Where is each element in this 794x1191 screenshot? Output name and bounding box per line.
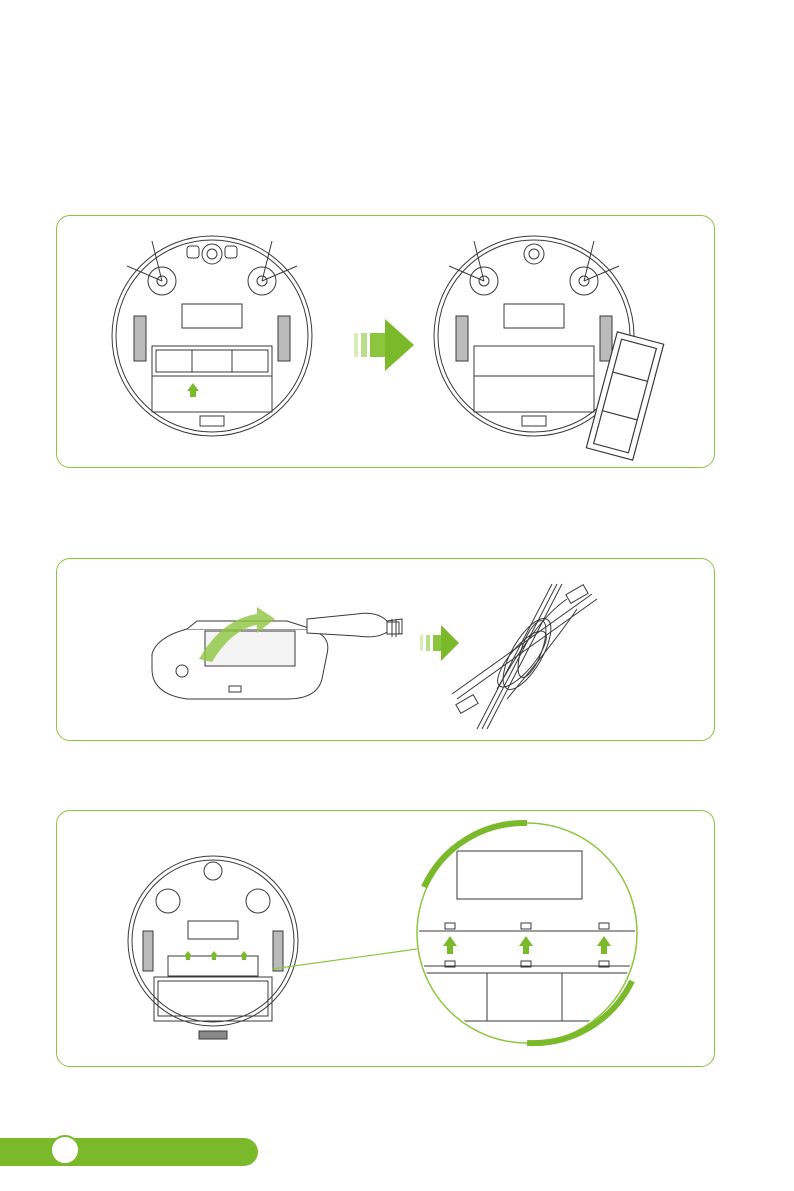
cleaning-tool-icon <box>307 613 402 637</box>
brush-cover-icon <box>586 332 663 460</box>
step-clean-brush-panel <box>56 558 715 741</box>
step-clean-brush-illustration <box>57 559 716 742</box>
robot-bottom-view-icon <box>128 856 298 1039</box>
page-number-badge <box>50 1135 80 1165</box>
step-reinstall-brush-panel <box>56 810 715 1067</box>
step-reinstall-brush-illustration <box>57 811 716 1068</box>
tangled-roller-brush-icon <box>452 584 597 729</box>
brush-cover-open-icon <box>152 621 328 699</box>
step-remove-brush-illustration <box>57 216 716 469</box>
robot-bottom-view-icon <box>112 236 312 436</box>
arrow-up-icon <box>187 383 199 397</box>
step-remove-brush-panel <box>56 215 715 468</box>
arrow-right-icon <box>354 319 414 371</box>
footer-bar <box>0 1138 258 1166</box>
zoom-detail-circle-icon <box>417 823 637 1043</box>
arrow-right-icon <box>420 625 459 661</box>
